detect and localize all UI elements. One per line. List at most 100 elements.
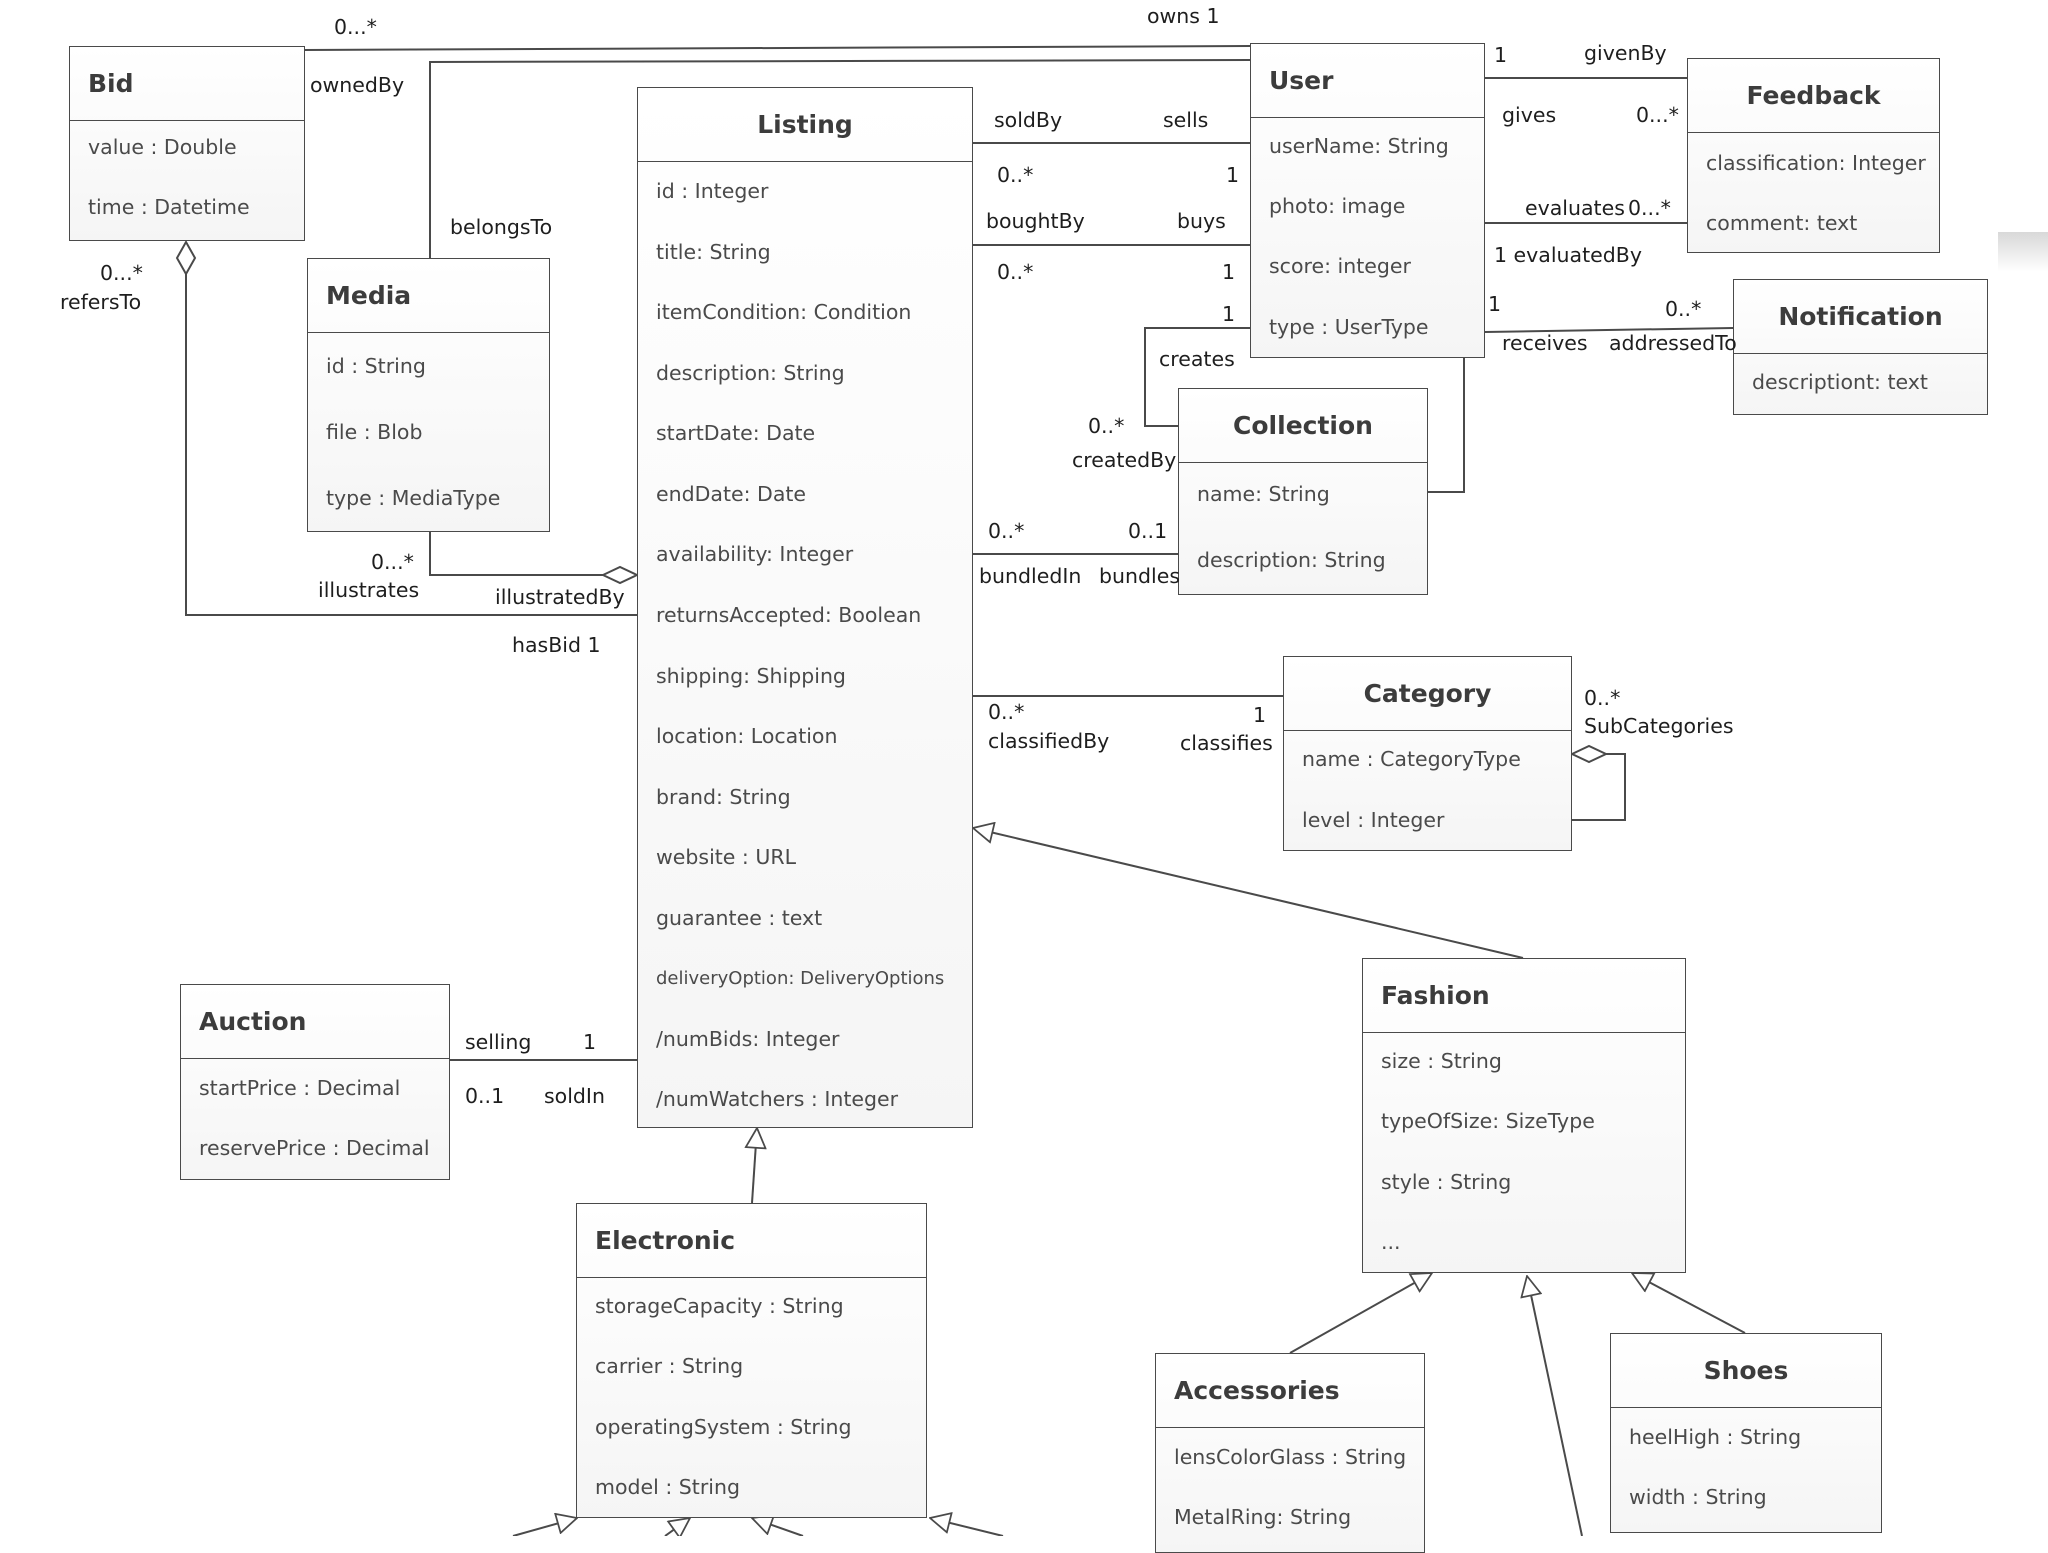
assoc-media-listing <box>429 532 603 576</box>
class-shoes-attr: width : String <box>1629 1485 1767 1509</box>
assoc-media-user <box>429 59 1251 258</box>
generalization-fashion-listing <box>973 828 1524 959</box>
label-addressedTo: addressedTo <box>1609 331 1737 355</box>
generalization-accessories-fashion <box>1289 1273 1432 1354</box>
class-listing-attr: itemCondition: Condition <box>656 300 912 324</box>
class-listing-attr: shipping: Shipping <box>656 664 846 688</box>
label-receives: receives <box>1502 331 1588 355</box>
class-listing-attr: guarantee : text <box>656 906 823 930</box>
class-listing-attr: startDate: Date <box>656 421 816 445</box>
aggregation-diamond-bid <box>175 239 197 277</box>
assoc-user-notification <box>1484 327 1734 333</box>
class-media-name: Media <box>308 259 549 333</box>
class-auction[interactable]: Auction startPrice : Decimal reservePric… <box>180 984 450 1180</box>
class-category[interactable]: Category name : CategoryType level : Int… <box>1283 656 1572 851</box>
label-selling-one: 1 <box>583 1030 597 1054</box>
class-accessories-attr: MetalRing: String <box>1174 1505 1352 1529</box>
generalization-sub-electronic-4 <box>930 1518 1004 1536</box>
class-media-attr: file : Blob <box>326 420 423 444</box>
label-subCategories: SubCategories <box>1584 714 1734 738</box>
class-feedback-attr: classification: Integer <box>1706 151 1926 175</box>
label-hasBid: hasBid 1 <box>512 633 601 657</box>
label-illus-mult: 0...* <box>371 550 414 574</box>
class-listing[interactable]: Listing id : Integer title: String itemC… <box>637 87 973 1128</box>
class-auction-attr: reservePrice : Decimal <box>199 1136 430 1160</box>
class-collection-name: Collection <box>1179 389 1427 463</box>
label-notif-many: 0..* <box>1665 297 1702 321</box>
generalization-sub-electronic-1 <box>512 1518 577 1536</box>
label-refersTo: refersTo <box>60 290 142 314</box>
class-listing-attr: id : Integer <box>656 179 769 203</box>
class-listing-attr: /numWatchers : Integer <box>656 1087 899 1111</box>
class-fashion[interactable]: Fashion size : String typeOfSize: SizeTy… <box>1362 958 1686 1273</box>
class-feedback-attr: comment: text <box>1706 211 1858 235</box>
class-notification-attr: descriptiont: text <box>1752 370 1928 394</box>
generalization-shoes-fashion <box>1632 1273 1746 1334</box>
label-bought-many: 0..* <box>997 260 1034 284</box>
label-bundledIn: bundledIn <box>979 564 1082 588</box>
label-sells: sells <box>1163 108 1209 132</box>
label-classifies: classifies <box>1180 731 1273 755</box>
label-boughtBy: boughtBy <box>986 209 1085 233</box>
class-listing-attr: /numBids: Integer <box>656 1027 840 1051</box>
class-fashion-attr: ... <box>1381 1230 1401 1254</box>
class-category-attr: name : CategoryType <box>1302 747 1521 771</box>
generalization-sub-electronic-2 <box>664 1518 690 1536</box>
class-fashion-attr: style : String <box>1381 1170 1512 1194</box>
label-buys: buys <box>1177 209 1226 233</box>
class-user[interactable]: User userName: String photo: image score… <box>1250 43 1485 358</box>
label-given-one: 1 <box>1494 43 1508 67</box>
class-accessories[interactable]: Accessories lensColorGlass : String Meta… <box>1155 1353 1425 1553</box>
class-auction-attr: startPrice : Decimal <box>199 1076 401 1100</box>
class-shoes-attr: heelHigh : String <box>1629 1425 1802 1449</box>
class-listing-attr: website : URL <box>656 845 797 869</box>
label-classifiedBy: classifiedBy <box>988 729 1110 753</box>
generalization-electronic-listing <box>752 1128 757 1204</box>
assoc-collection-user <box>1428 358 1465 493</box>
class-feedback[interactable]: Feedback classification: Integer comment… <box>1687 58 1940 253</box>
label-gives: gives <box>1502 103 1557 127</box>
assoc-bid-user <box>304 45 1251 51</box>
class-notification[interactable]: Notification descriptiont: text <box>1733 279 1988 415</box>
label-illustratedBy: illustratedBy <box>495 585 625 609</box>
class-auction-name: Auction <box>181 985 449 1059</box>
label-refers-mult: 0...* <box>100 261 143 285</box>
class-user-attr: type : UserType <box>1269 315 1429 339</box>
label-evaluates-many: 0...* <box>1628 196 1671 220</box>
label-evaluates: evaluates <box>1525 196 1625 220</box>
label-receives-one: 1 <box>1488 292 1502 316</box>
class-shoes-name: Shoes <box>1611 1334 1881 1408</box>
class-media[interactable]: Media id : String file : Blob type : Med… <box>307 258 550 532</box>
label-classified-many: 0..* <box>988 700 1025 724</box>
label-soldIn: soldIn <box>544 1084 605 1108</box>
label-created-many: 0..* <box>1088 414 1125 438</box>
class-shoes[interactable]: Shoes heelHigh : String width : String <box>1610 1333 1882 1533</box>
class-listing-attr: deliveryOption: DeliveryOptions <box>656 968 945 989</box>
class-user-attr: userName: String <box>1269 134 1449 158</box>
label-bid-mult: 0...* <box>334 15 377 39</box>
class-listing-attr: endDate: Date <box>656 482 807 506</box>
class-accessories-attr: lensColorGlass : String <box>1174 1445 1407 1469</box>
label-selling: selling <box>465 1030 532 1054</box>
label-evaluatedBy: 1 evaluatedBy <box>1494 243 1642 267</box>
class-listing-attr: title: String <box>656 240 771 264</box>
class-feedback-name: Feedback <box>1688 59 1939 133</box>
assoc-user-collection-creates <box>1144 327 1250 427</box>
class-bid[interactable]: Bid value : Double time : Datetime <box>69 46 305 241</box>
class-electronic-name: Electronic <box>577 1204 926 1278</box>
class-fashion-attr: size : String <box>1381 1049 1502 1073</box>
class-collection[interactable]: Collection name: String description: Str… <box>1178 388 1428 595</box>
label-bundled-many: 0..* <box>988 519 1025 543</box>
class-listing-attr: returnsAccepted: Boolean <box>656 603 922 627</box>
class-category-name: Category <box>1284 657 1571 731</box>
label-owns: owns 1 <box>1147 4 1220 28</box>
edge-shadow <box>1998 232 2048 272</box>
class-electronic[interactable]: Electronic storageCapacity : String carr… <box>576 1203 927 1518</box>
class-listing-attr: brand: String <box>656 785 791 809</box>
label-sold-many: 0..* <box>997 163 1034 187</box>
label-givenBy: givenBy <box>1584 41 1667 65</box>
label-illustrates: illustrates <box>318 578 420 602</box>
class-accessories-name: Accessories <box>1156 1354 1424 1428</box>
label-bought-one: 1 <box>1222 260 1236 284</box>
